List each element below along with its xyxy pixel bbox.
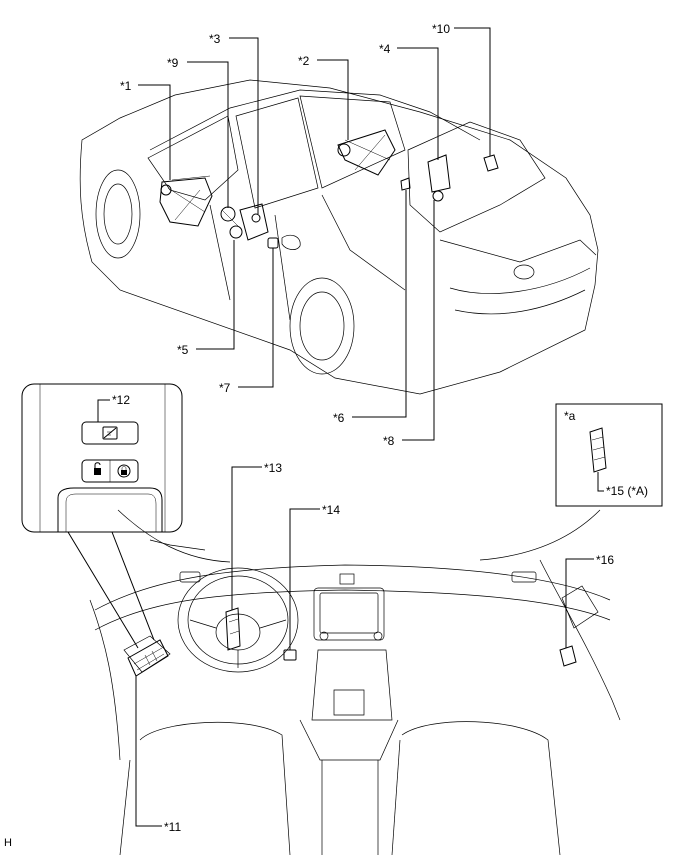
figure-code: H <box>4 837 12 849</box>
callout-2: *2 <box>298 54 310 68</box>
front-left-window-motor <box>220 206 243 239</box>
door-parts <box>159 129 499 249</box>
callout-10: *10 <box>432 22 450 36</box>
master-window-switch <box>127 639 169 677</box>
window-lock-switch-icon <box>102 426 118 440</box>
interior-callout-labels: *13 *14 *16 *11 <box>164 461 614 834</box>
lock-icon <box>117 464 131 478</box>
callout-7: *7 <box>219 381 231 395</box>
interior-leader-lines <box>135 466 594 827</box>
callout-3: *3 <box>209 32 221 46</box>
callout-14: *14 <box>322 503 340 517</box>
control-module-icon <box>589 427 607 473</box>
callout-16: *16 <box>596 553 614 567</box>
car-illustration <box>79 79 599 395</box>
inset-part-callout: *15 (*A) <box>606 484 648 498</box>
interior-parts <box>127 607 577 677</box>
callout-9: *9 <box>167 56 179 70</box>
unlock-icon <box>94 462 101 475</box>
steering-column-part <box>225 607 241 651</box>
inset-label: *a <box>564 409 576 423</box>
car-leader-lines <box>138 27 491 441</box>
switch-closeup: *12 <box>21 383 183 533</box>
interior-illustration <box>89 509 621 855</box>
car-callout-labels: *1 *9 *3 *2 *4 *10 *5 *7 *6 *8 <box>120 22 450 448</box>
rear-right-window-regulator <box>427 154 451 202</box>
rear-left-window-switch <box>267 237 279 249</box>
callout-1: *1 <box>120 79 132 93</box>
callout-12: *12 <box>112 393 130 407</box>
callout-11: *11 <box>164 820 181 834</box>
front-right-window-regulator <box>337 129 396 176</box>
inset-a: *a *15 (*A) <box>555 403 663 507</box>
front-right-window-switch <box>559 645 577 667</box>
callout-4: *4 <box>379 42 391 56</box>
front-left-window-regulator <box>159 175 213 227</box>
rear-left-window-regulator <box>239 203 269 241</box>
callout-5: *5 <box>177 343 189 357</box>
zoom-cone <box>67 531 155 649</box>
callout-13: *13 <box>264 461 282 475</box>
rear-right-window-switch <box>400 177 411 191</box>
callout-8: *8 <box>383 434 395 448</box>
rear-right-door-part <box>483 154 499 172</box>
callout-6: *6 <box>333 411 345 425</box>
